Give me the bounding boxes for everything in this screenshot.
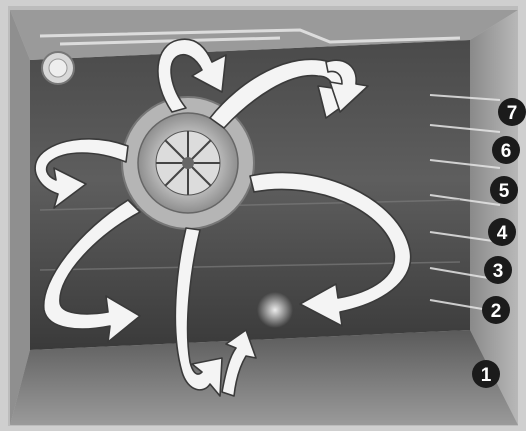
shelf-position-badge: 6: [492, 136, 520, 164]
shelf-position-number: 3: [493, 261, 504, 282]
oven-light-lens: [49, 59, 67, 77]
fan-hub: [182, 157, 194, 169]
shelf-position-number: 4: [497, 223, 508, 244]
shelf-position-number: 7: [507, 103, 518, 124]
shelf-position-badge: 7: [498, 98, 526, 126]
shelf-position-badge: 5: [490, 176, 518, 204]
shelf-position-badge: 4: [488, 218, 516, 246]
shelf-position-number: 6: [501, 141, 512, 162]
shelf-position-badge: 3: [484, 256, 512, 284]
shelf-position-number: 1: [481, 365, 492, 386]
shelf-position-number: 5: [499, 181, 510, 202]
light-reflection: [257, 292, 293, 328]
shelf-position-badge: 2: [482, 296, 510, 324]
shelf-position-badge: 1: [472, 360, 500, 388]
shelf-position-number: 2: [491, 301, 502, 322]
